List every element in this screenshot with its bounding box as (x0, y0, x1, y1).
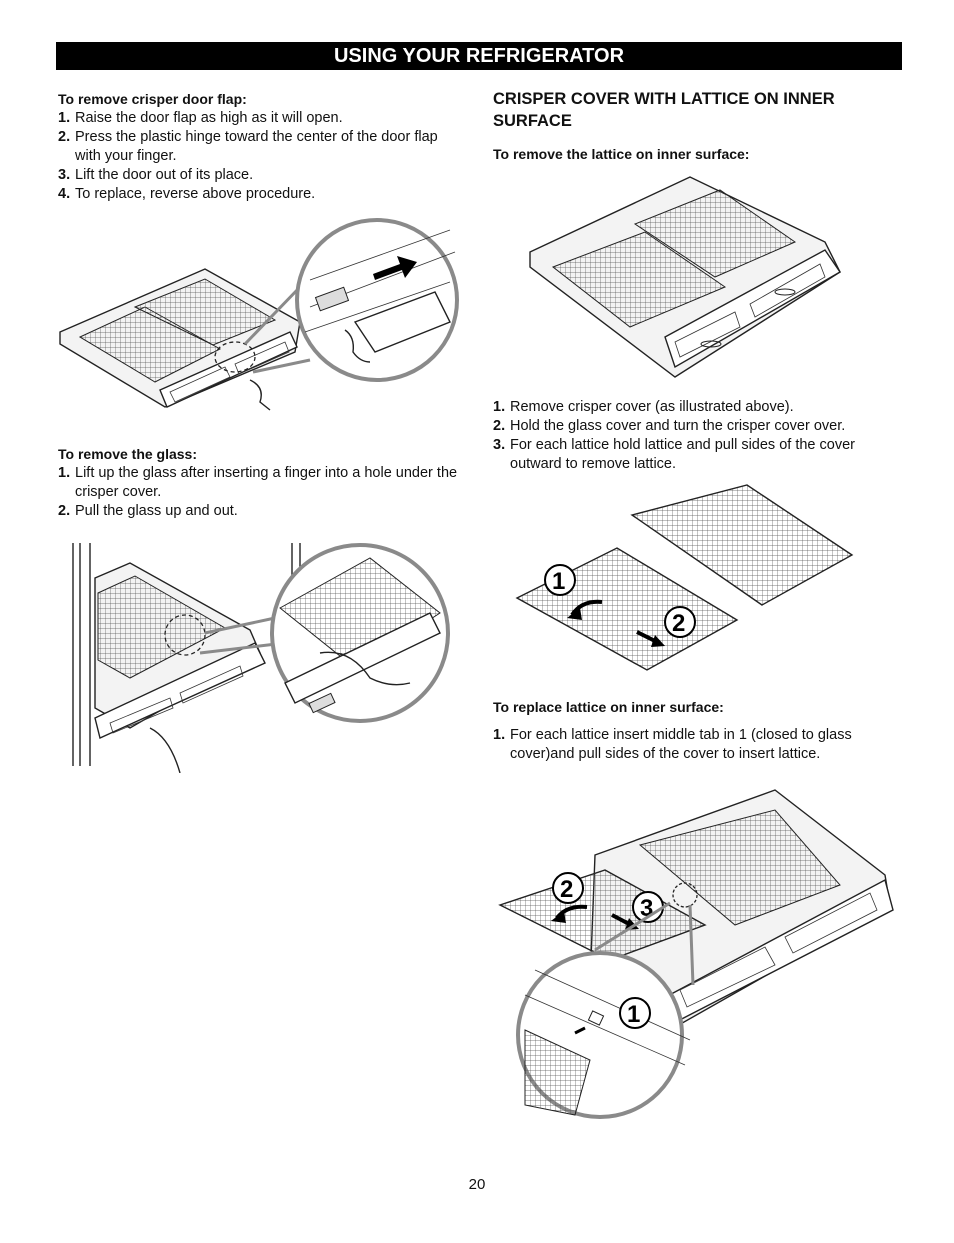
replace-lattice-heading: To replace lattice on inner surface: (493, 699, 724, 715)
step-number: 3. (493, 437, 506, 453)
step-number: 2. (493, 418, 506, 434)
page-number: 20 (468, 1176, 486, 1193)
list-item: 1.Remove crisper cover (as illustrated a… (493, 398, 893, 417)
list-item: 1.For each lattice insert middle tab in … (493, 726, 893, 764)
step-text: Hold the glass cover and turn the crispe… (510, 418, 846, 434)
door-flap-heading: To remove crisper door flap: (58, 91, 247, 107)
replace-lattice-steps: 1.For each lattice insert middle tab in … (493, 726, 893, 764)
step-number: 1. (493, 399, 506, 415)
remove-lattice-steps: 1.Remove crisper cover (as illustrated a… (493, 398, 893, 474)
step-text: For each lattice hold lattice and pull s… (510, 437, 855, 472)
step-text: Remove crisper cover (as illustrated abo… (510, 399, 794, 415)
glass-heading: To remove the glass: (58, 446, 198, 462)
list-item: 1.Raise the door flap as high as it will… (58, 109, 458, 128)
step-text: Pull the glass up and out. (75, 503, 238, 519)
remove-lattice-heading: To remove the lattice on inner surface: (493, 146, 750, 162)
lattice-removal-illustration: 1 2 (515, 484, 854, 671)
remove-lattice-heading-block: To remove the lattice on inner surface: (493, 145, 893, 164)
step-number: 2. (58, 503, 71, 519)
remove-lattice-section: 1.Remove crisper cover (as illustrated a… (493, 398, 893, 474)
page-header: USING YOUR REFRIGERATOR (56, 42, 902, 70)
step-badge-1: 1 (552, 568, 565, 595)
page-header-title: USING YOUR REFRIGERATOR (333, 45, 625, 67)
step-text: Lift the door out of its place. (75, 167, 254, 183)
step-number: 1. (493, 727, 506, 743)
door-flap-steps: 1.Raise the door flap as high as it will… (58, 109, 458, 204)
glass-removal-illustration (72, 543, 450, 773)
step-number: 1. (58, 110, 71, 126)
list-item: 3.Lift the door out of its place. (58, 166, 458, 185)
list-item: 3.For each lattice hold lattice and pull… (493, 436, 893, 474)
step-number: 1. (58, 465, 71, 481)
glass-section: To remove the glass: 1.Lift up the glass… (58, 445, 458, 521)
step-text: Lift up the glass after inserting a fing… (75, 465, 458, 500)
step-text: To replace, reverse above procedure. (75, 186, 316, 202)
list-item: 1.Lift up the glass after inserting a fi… (58, 464, 458, 502)
replace-lattice-section: To replace lattice on inner surface: 1.F… (493, 698, 893, 764)
door-flap-illustration (59, 218, 459, 411)
step-text: Raise the door flap as high as it will o… (75, 110, 343, 126)
replace-step-badge-1: 1 (627, 1001, 640, 1028)
step-badge-2: 2 (672, 610, 685, 637)
door-flap-section: To remove crisper door flap: 1.Raise the… (58, 90, 458, 204)
crisper-cover-illustration (529, 176, 842, 378)
lattice-section-title: CRISPER COVER WITH LATTICE ON INNER SURF… (493, 90, 835, 130)
step-number: 2. (58, 129, 71, 145)
list-item: 2.Hold the glass cover and turn the cris… (493, 417, 893, 436)
step-text: For each lattice insert middle tab in 1 … (510, 727, 852, 762)
lattice-replace-illustration: 2 3 1 (498, 789, 894, 1119)
glass-steps: 1.Lift up the glass after inserting a fi… (58, 464, 458, 521)
replace-step-badge-2: 2 (560, 876, 573, 903)
step-number: 4. (58, 186, 71, 202)
step-text: Press the plastic hinge toward the cente… (75, 129, 438, 164)
list-item: 2.Press the plastic hinge toward the cen… (58, 128, 458, 166)
step-number: 3. (58, 167, 71, 183)
list-item: 2.Pull the glass up and out. (58, 502, 458, 521)
list-item: 4.To replace, reverse above procedure. (58, 185, 458, 204)
lattice-section-header: CRISPER COVER WITH LATTICE ON INNER SURF… (493, 88, 893, 132)
